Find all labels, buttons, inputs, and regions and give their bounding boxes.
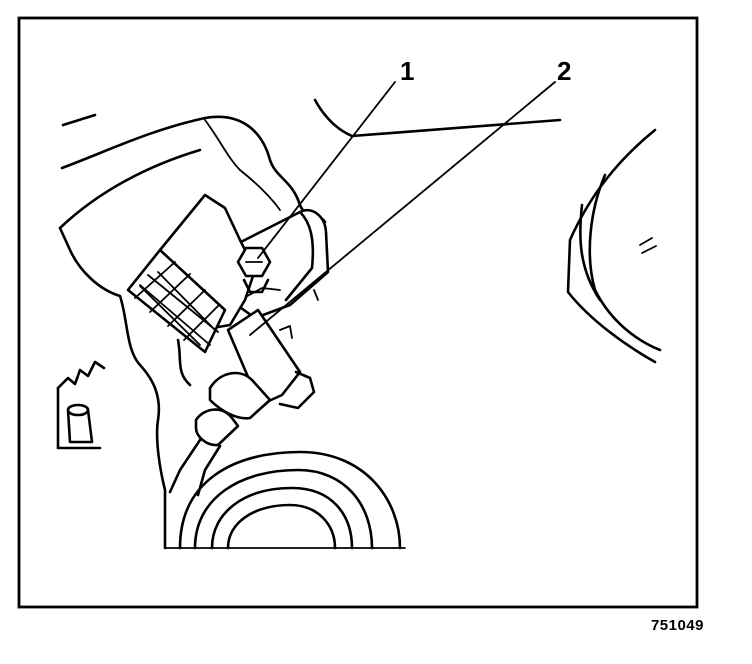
sensor-shaft — [168, 308, 316, 497]
figure-number: 751049 — [650, 617, 704, 634]
engine-block-outline — [58, 98, 562, 550]
callout-leaders — [249, 81, 556, 336]
sensor-assembly — [126, 193, 330, 497]
right-housing — [566, 128, 662, 364]
callout-2-label: 2 — [557, 56, 571, 86]
figure-frame — [17, 16, 699, 609]
callout-1-label: 1 — [400, 56, 414, 86]
left-fitting — [56, 360, 106, 450]
lower-pulley — [164, 450, 406, 550]
sensor-connector — [126, 248, 227, 354]
mounting-bolt — [236, 246, 272, 294]
